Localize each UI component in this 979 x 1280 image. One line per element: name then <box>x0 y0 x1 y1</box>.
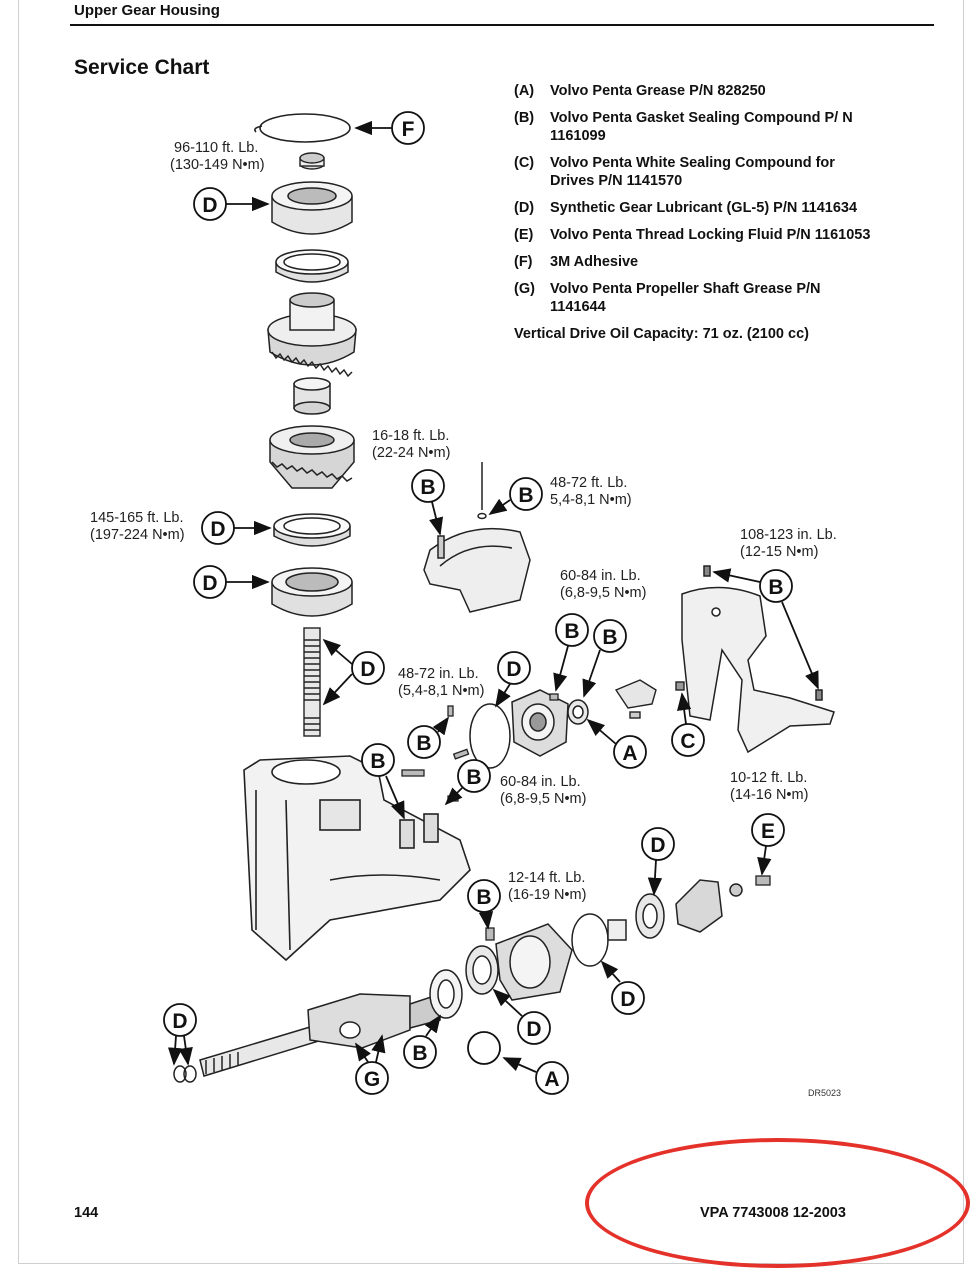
callout-b: B <box>564 620 579 643</box>
callout-d: D <box>202 572 217 595</box>
legend-item: (B) Volvo Penta Gasket Sealing Compound P… <box>514 109 874 145</box>
snap-ring-part <box>254 113 351 143</box>
spacer-part <box>293 377 331 415</box>
header-rule <box>70 24 934 26</box>
legend-text: Volvo Penta Grease P/N 828250 <box>550 83 766 99</box>
callout-d: D <box>360 658 375 681</box>
callout-d: D <box>202 194 217 217</box>
nut-part <box>299 152 325 170</box>
torque-spec: (5,4-8,1 N•m) <box>398 683 484 699</box>
callout-b: B <box>420 476 435 499</box>
torque-spec: 60-84 in. Lb. <box>560 568 641 584</box>
callout-b: B <box>412 1042 427 1065</box>
shim-ring-part <box>273 513 351 547</box>
legend-key: (B) <box>514 110 535 126</box>
torque-spec: (130-149 N•m) <box>170 157 265 173</box>
torque-spec: 5,4-8,1 N•m) <box>550 492 632 508</box>
callout-b: B <box>476 886 491 909</box>
legend: (A) Volvo Penta Grease P/N 828250 (B) Volv… <box>514 82 874 343</box>
legend-text: Volvo Penta White Sealing Compound for D… <box>550 155 835 189</box>
torque-spec: 60-84 in. Lb. <box>500 774 581 790</box>
torque-spec: 10-12 ft. Lb. <box>730 770 807 786</box>
callout-b: B <box>602 626 617 649</box>
callout-a: A <box>622 742 637 765</box>
legend-text: 3M Adhesive <box>550 254 639 270</box>
legend-key: (A) <box>514 83 535 99</box>
callout-e: E <box>761 820 775 843</box>
page-number: 144 <box>74 1205 99 1221</box>
gear-housing-part <box>243 755 471 962</box>
exploded-diagram: 96-110 ft. Lb. (130-149 N•m) 16-18 ft. L… <box>90 111 841 1098</box>
callout-a: A <box>544 1068 559 1091</box>
legend-key: (G) <box>514 281 535 297</box>
legend-item: (D) Synthetic Gear Lubricant (GL-5) P/N 1… <box>514 199 874 217</box>
torque-spec: 16-18 ft. Lb. <box>372 428 449 444</box>
torque-spec: (197-224 N•m) <box>90 527 185 543</box>
legend-key: (C) <box>514 155 535 171</box>
legend-item: (F) 3M Adhesive <box>514 253 874 271</box>
legend-item: (A) Volvo Penta Grease P/N 828250 <box>514 82 874 100</box>
prop-bearing-part <box>429 879 743 1055</box>
bearing-carrier-part <box>469 689 569 769</box>
torque-spec: (6,8-9,5 N•m) <box>560 585 646 601</box>
torque-spec: (12-15 N•m) <box>740 544 818 560</box>
torque-spec: 145-165 ft. Lb. <box>90 510 184 526</box>
page-border <box>18 0 964 1264</box>
legend-item: (E) Volvo Penta Thread Locking Fluid P/N … <box>514 226 874 244</box>
legend-key: (D) <box>514 200 535 216</box>
torque-spec: (6,8-9,5 N•m) <box>500 791 586 807</box>
torque-spec: 48-72 in. Lb. <box>398 666 479 682</box>
callout-d: D <box>650 834 665 857</box>
legend-text: Volvo Penta Gasket Sealing Compound P/ N… <box>550 110 853 144</box>
callout-g: G <box>364 1068 380 1091</box>
upper-gear-part <box>267 292 357 378</box>
callout-d: D <box>526 1018 541 1041</box>
torque-spec: 12-14 ft. Lb. <box>508 870 585 886</box>
torque-spec: 48-72 ft. Lb. <box>550 475 627 491</box>
torque-spec: (16-19 N•m) <box>508 887 586 903</box>
callout-b: B <box>466 766 481 789</box>
legend-item: (G) Volvo Penta Propeller Shaft Grease P/… <box>514 280 874 316</box>
callouts <box>163 111 819 1095</box>
side-cover-part <box>681 565 835 754</box>
callout-b: B <box>518 484 533 507</box>
figure-ref-code: DR5023 <box>808 1088 841 1098</box>
shift-lever-part <box>614 679 685 719</box>
callout-d: D <box>210 518 225 541</box>
callout-f: F <box>402 118 415 141</box>
legend-text: Volvo Penta Thread Locking Fluid P/N 116… <box>550 227 871 243</box>
callout-d: D <box>172 1010 187 1033</box>
legend-key: (E) <box>514 227 534 243</box>
callout-b: B <box>768 576 783 599</box>
callout-b: B <box>416 732 431 755</box>
upper-cover-part <box>423 462 531 613</box>
propeller-shaft-part <box>173 992 441 1083</box>
section-header: Upper Gear Housing <box>74 2 220 19</box>
torque-spec: (14-16 N•m) <box>730 787 808 803</box>
vertical-shaft-part <box>303 627 321 737</box>
lower-bearing-part <box>271 567 353 617</box>
torque-spec: 96-110 ft. Lb. <box>174 140 258 156</box>
legend-item: (C) Volvo Penta White Sealing Compound fo… <box>514 154 874 190</box>
callout-d: D <box>506 658 521 681</box>
callout-letters: F D D D D B B B B B D A C B B B E D B D … <box>172 118 783 1091</box>
page-title: Service Chart <box>74 56 210 79</box>
seal-part <box>567 699 589 725</box>
torque-spec: 108-123 in. Lb. <box>740 527 837 543</box>
callout-b: B <box>370 750 385 773</box>
torque-spec: (22-24 N•m) <box>372 445 450 461</box>
callout-d: D <box>620 988 635 1011</box>
lower-gear-part <box>269 425 355 489</box>
race-ring-part <box>275 249 349 283</box>
legend-text: Synthetic Gear Lubricant (GL-5) P/N 1141… <box>550 200 858 216</box>
upper-bearing-part <box>271 181 353 235</box>
legend-key: (F) <box>514 254 533 270</box>
callout-c: C <box>680 730 695 753</box>
legend-text: Volvo Penta Propeller Shaft Grease P/N 1… <box>550 281 821 315</box>
highlight-ellipse <box>585 1138 970 1268</box>
oil-capacity: Vertical Drive Oil Capacity: 71 oz. (210… <box>514 326 809 342</box>
torque-labels: 96-110 ft. Lb. (130-149 N•m) 16-18 ft. L… <box>90 140 837 903</box>
